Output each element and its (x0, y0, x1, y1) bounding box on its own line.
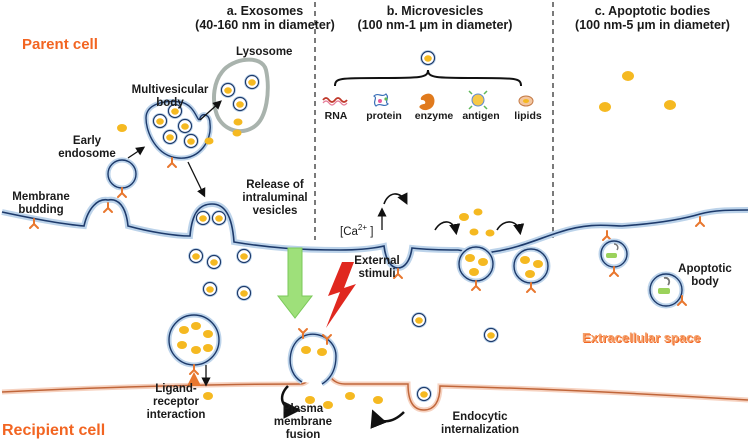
endocytic-vesicle (416, 386, 432, 402)
free-vesicle (473, 208, 483, 216)
free-vesicle (459, 213, 469, 221)
exosome (483, 327, 499, 343)
free-vesicle (323, 401, 333, 409)
budding-apoptotic-body (598, 238, 630, 277)
free-vesicle (117, 124, 127, 132)
budding-microvesicle (456, 244, 496, 291)
plasma-fusion-label: Plasma membrane fusion (273, 403, 333, 441)
cargo-brace (334, 69, 522, 87)
free-vesicle (203, 392, 213, 400)
arrow-endosome-to-mvb (127, 146, 146, 159)
cargo-label-antigen: antigen (462, 110, 500, 122)
arrow-calcium-curve (383, 192, 408, 205)
arrow-to-recipient (276, 247, 314, 319)
arrow-mvb-to-membrane (187, 161, 206, 198)
calcium-label: [Ca2+ ] (340, 223, 374, 238)
arrow-mvb-to-lysosome (199, 100, 222, 121)
rna-icon (322, 97, 348, 106)
extracellular-space-label: Extracellular space (582, 330, 701, 345)
ligand-receptor-label: Ligand- receptor interaction (146, 383, 206, 421)
fusion-vesicle (287, 328, 339, 387)
cargo-label-lipids: lipids (514, 110, 542, 122)
release-label: Release of intraluminal vesicles (242, 179, 308, 217)
cargo-label-enzyme: enzyme (414, 110, 454, 122)
apoptotic-body (647, 271, 687, 309)
exosome (206, 254, 222, 270)
free-vesicle (204, 137, 214, 145)
exosome (236, 285, 252, 301)
exosome (188, 248, 204, 264)
lightning-icon (326, 262, 356, 328)
apoptotic-header: c. Apoptotic bodies (100 nm-5 μm in diam… (575, 4, 730, 32)
antigen-icon (468, 90, 488, 110)
cargo-vesicle (420, 50, 436, 66)
free-vesicle (345, 392, 355, 400)
early-endosome (105, 157, 139, 198)
multivesicular-body-label: Multivesicular body (131, 84, 209, 109)
exosome (236, 248, 252, 264)
free-vesicle (232, 129, 242, 137)
parent-cell-membrane (1, 196, 749, 272)
multivesicular-body (143, 99, 213, 168)
exosome (411, 312, 427, 328)
enzyme-icon (419, 93, 435, 111)
fusing-mvb (195, 210, 227, 226)
endocytic-label: Endocytic internalization (441, 411, 519, 436)
receptor (695, 216, 705, 227)
free-vesicle (599, 102, 611, 112)
arrow-endocytic (370, 409, 405, 429)
free-vesicle (622, 71, 634, 81)
exosome (202, 281, 218, 297)
arrow-release (496, 221, 525, 236)
microvesicles-header: b. Microvesicles (100 nm-1 μm in diamete… (357, 4, 513, 32)
ligand-receptor-vesicle (166, 312, 222, 375)
apoptotic-body-label: Apoptotic body (678, 263, 732, 288)
free-vesicle (373, 396, 383, 404)
recipient-cell-membrane (1, 365, 749, 413)
cargo-label-rna: RNA (324, 110, 348, 122)
protein-icon (372, 93, 390, 107)
arrow-budding (434, 221, 461, 236)
membrane-budding-label: Membrane budding (12, 191, 70, 216)
free-vesicle (664, 100, 676, 110)
free-vesicle (485, 229, 495, 237)
early-endosome-label: Early endosome (58, 135, 116, 160)
ligand-triangle (187, 372, 201, 386)
lysosome (212, 57, 270, 134)
exosomes-header: a. Exosomes (40-160 nm in diameter) (195, 4, 335, 32)
cargo-label-protein: protein (366, 110, 402, 122)
lysosome-label: Lysosome (236, 46, 293, 58)
free-vesicle (469, 228, 479, 236)
free-vesicle (305, 396, 315, 404)
arrow-fusion (280, 385, 301, 419)
recipient-cell-label: Recipient cell (2, 422, 106, 439)
released-microvesicle (511, 246, 551, 293)
external-stimuli-label: External stimuli (354, 255, 400, 280)
parent-cell-label: Parent cell (22, 36, 98, 53)
lipids-icon (518, 95, 534, 107)
receptor (602, 230, 612, 241)
receptor (103, 202, 113, 213)
